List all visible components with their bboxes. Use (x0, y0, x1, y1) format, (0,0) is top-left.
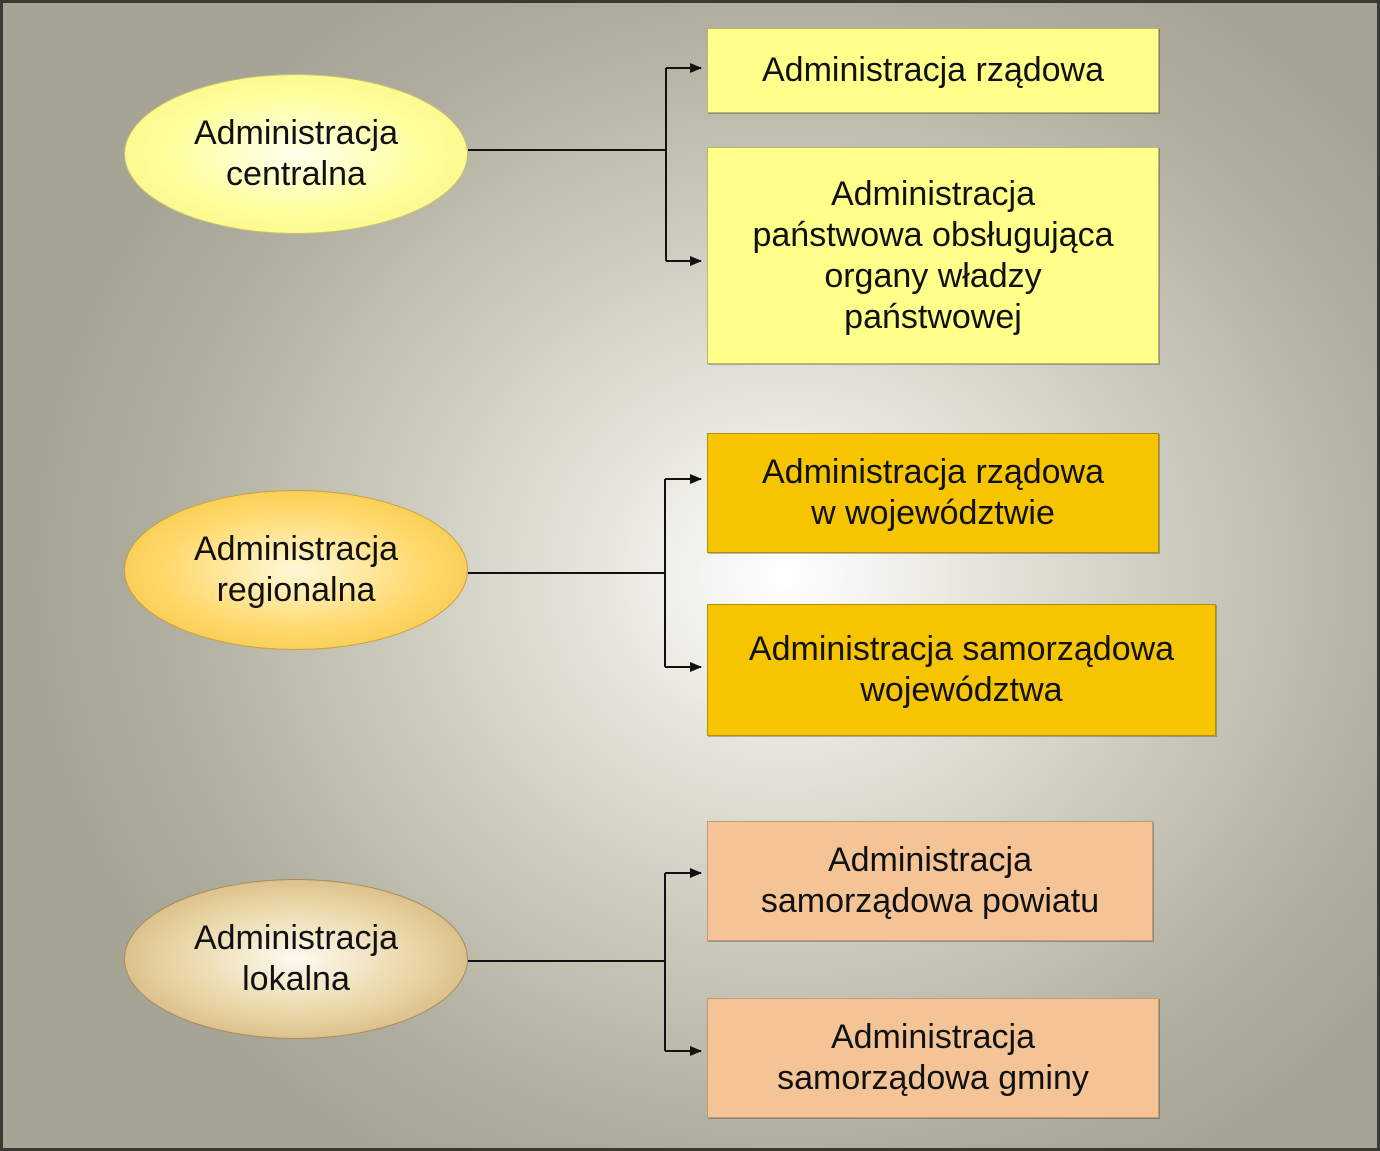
ellipse-local-label: Administracja lokalna (193, 919, 399, 998)
ellipse-central-administration: Administracja centralna (124, 74, 468, 234)
connectors (468, 63, 702, 1056)
ellipse-local-administration: Administracja lokalna (124, 879, 468, 1039)
connector-regional (468, 474, 702, 672)
ellipse-regional-label: Administracja regionalna (193, 530, 399, 609)
connector-central (468, 63, 702, 266)
box-self-government-voivodeship: Administracja samorządowa województwa (707, 604, 1216, 736)
connector-local (468, 868, 702, 1056)
ellipse-regional-administration: Administracja regionalna (124, 490, 468, 650)
box-government-administration-voivodeship: Administracja rządowa w województwie (707, 433, 1159, 553)
box-government-administration: Administracja rządowa (707, 28, 1159, 113)
ellipse-central-label: Administracja centralna (193, 114, 399, 193)
box-self-government-commune: Administracja samorządowa gminy (707, 998, 1159, 1118)
box-state-administration-serving-authorities: Administracja państwowa obsługująca orga… (707, 147, 1159, 364)
box-self-government-county: Administracja samorządowa powiatu (707, 821, 1153, 941)
